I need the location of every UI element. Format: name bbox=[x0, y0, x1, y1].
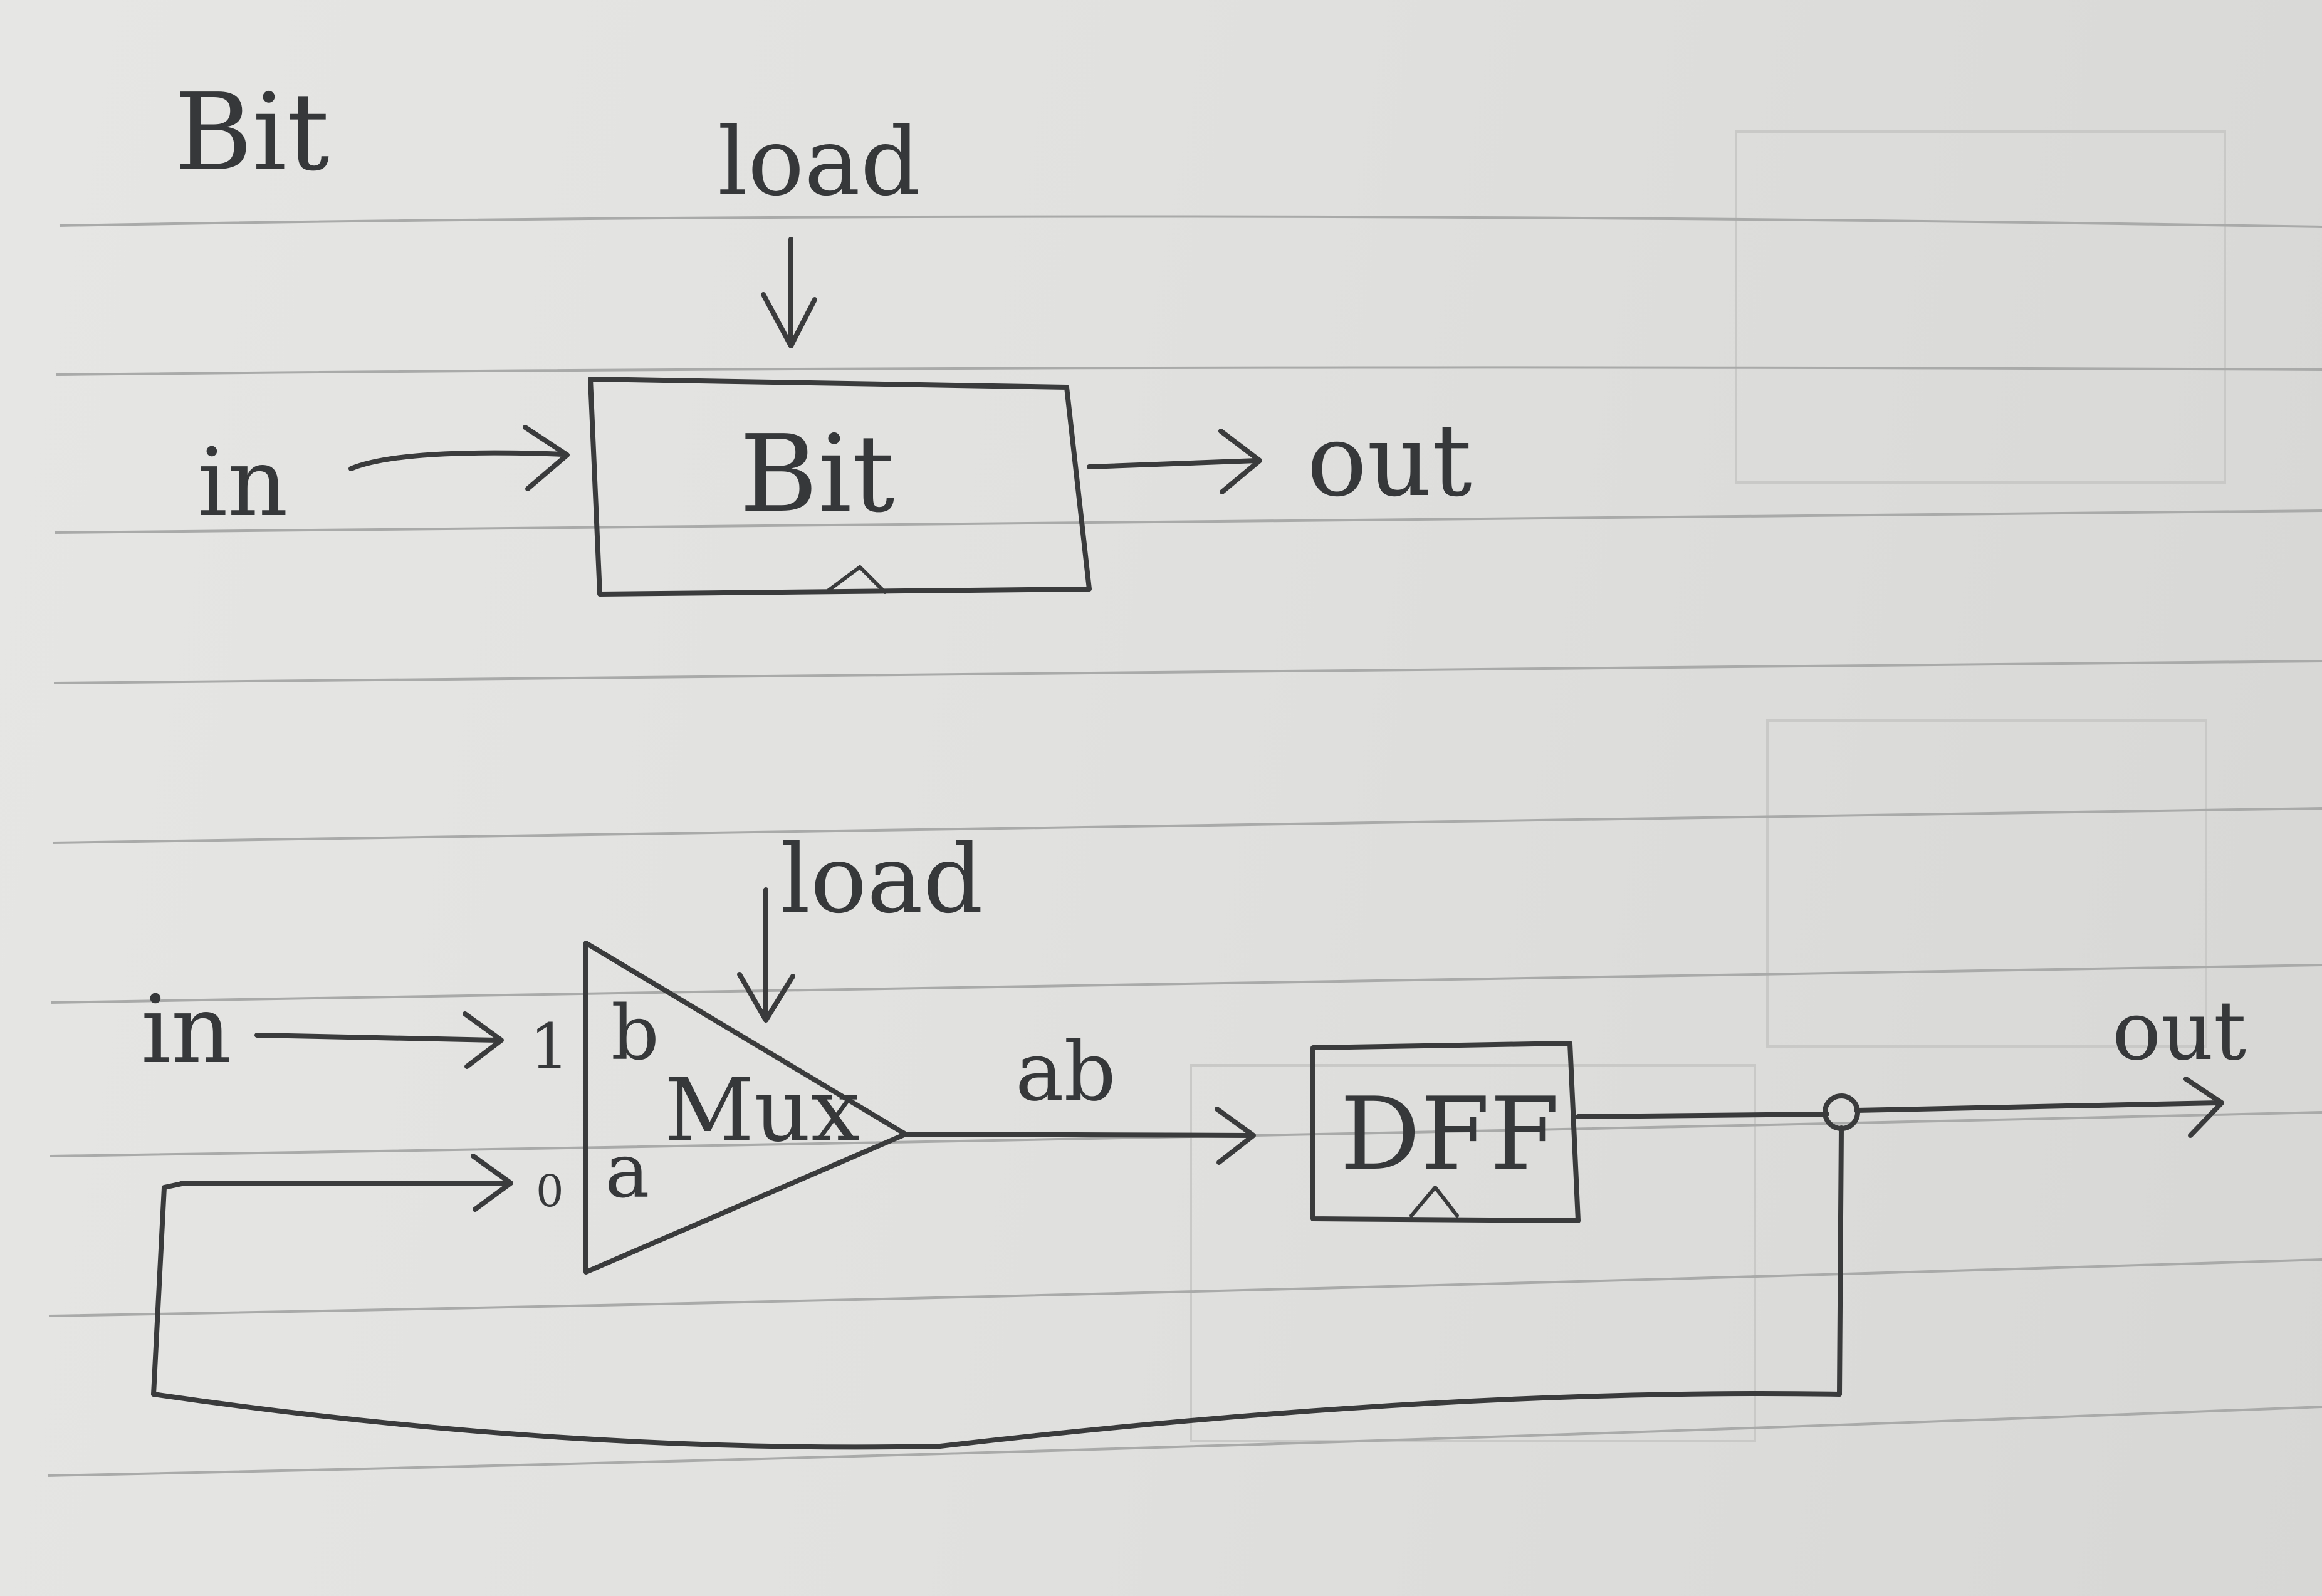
top-output-label: out bbox=[1307, 402, 1472, 519]
top-load-arrow bbox=[761, 237, 817, 348]
bit-chip-box bbox=[588, 377, 1092, 597]
mux-triangle bbox=[583, 941, 908, 1275]
bottom-input-arrow bbox=[254, 1011, 504, 1069]
bottom-load-arrow bbox=[737, 887, 795, 1023]
bottom-input-label: in bbox=[141, 976, 232, 1085]
wire-ab bbox=[903, 1107, 1256, 1165]
mux-label: Mux bbox=[664, 1060, 860, 1162]
mux-select-0-label: 0 bbox=[536, 1166, 564, 1217]
dff-box bbox=[1310, 1041, 1581, 1223]
top-output-arrow bbox=[1087, 429, 1262, 494]
ghost-show-through bbox=[1190, 130, 2226, 1442]
wire-ab-label: ab bbox=[1015, 1024, 1116, 1119]
page-heading: Bit bbox=[174, 71, 330, 195]
feedback-loop-wire bbox=[151, 1125, 1844, 1450]
bit-chip-label: Bit bbox=[740, 412, 895, 536]
bottom-load-label: load bbox=[780, 825, 983, 934]
feedback-arrow-into-a bbox=[179, 1154, 513, 1212]
top-input-arrow bbox=[348, 425, 570, 491]
top-load-label: load bbox=[718, 108, 921, 217]
top-input-label: in bbox=[197, 429, 288, 538]
bottom-output-label: out bbox=[2112, 983, 2246, 1078]
mux-select-1-label: 1 bbox=[530, 1010, 570, 1083]
ruled-lines bbox=[47, 215, 2322, 1477]
mux-b-label: b bbox=[611, 990, 659, 1077]
mux-a-label: a bbox=[605, 1128, 650, 1215]
dff-label: DFF bbox=[1340, 1075, 1559, 1192]
